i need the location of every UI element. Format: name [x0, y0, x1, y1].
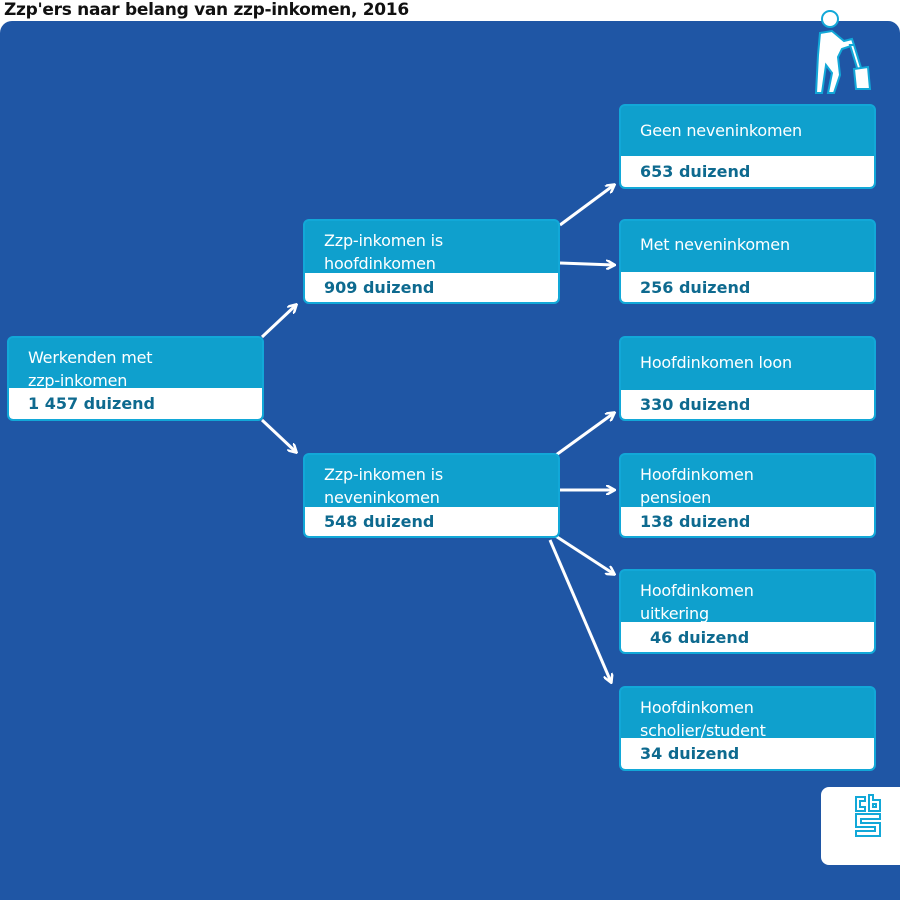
- arrow-side-loon: [555, 413, 614, 457]
- node-value: 256 duizend: [621, 272, 874, 302]
- node-label: Zzp-inkomen is neveninkomen: [324, 465, 443, 507]
- node-label: Hoofdinkomen loon: [640, 353, 792, 372]
- node-loon: Hoofdinkomen loon 330 duizend: [619, 336, 876, 421]
- node-value: 1 457 duizend: [9, 388, 262, 419]
- node-scholier: Hoofdinkomen scholier/student 34 duizend: [619, 686, 876, 771]
- node-uitkering: Hoofdinkomen uitkering 46 duizend: [619, 569, 876, 654]
- node-main: Zzp-inkomen is hoofdinkomen 909 duizend: [303, 219, 560, 304]
- node-value: 548 duizend: [305, 507, 558, 536]
- node-side: Zzp-inkomen is neveninkomen 548 duizend: [303, 453, 560, 538]
- node-value: 46 duizend: [621, 622, 874, 652]
- node-root: Werkenden met zzp-inkomen 1 457 duizend: [7, 336, 264, 421]
- node-label: Hoofdinkomen scholier/student: [640, 698, 766, 740]
- node-label: Met neveninkomen: [640, 235, 790, 254]
- node-geen: Geen neveninkomen 653 duizend: [619, 104, 876, 189]
- node-value: 330 duizend: [621, 390, 874, 419]
- arrow-side-scholier: [548, 539, 611, 682]
- node-label: Geen neveninkomen: [640, 121, 802, 140]
- node-value: 909 duizend: [305, 273, 558, 302]
- node-label: Werkenden met zzp-inkomen: [28, 348, 153, 390]
- node-met: Met neveninkomen 256 duizend: [619, 219, 876, 304]
- arrow-main-met: [559, 263, 614, 265]
- node-value: 138 duizend: [621, 507, 874, 536]
- arrow-root-main: [260, 305, 296, 339]
- node-value: 34 duizend: [621, 738, 874, 769]
- node-label: Hoofdinkomen uitkering: [640, 581, 754, 623]
- node-label: Hoofdinkomen pensioen: [640, 465, 754, 507]
- node-label: Zzp-inkomen is hoofdinkomen: [324, 231, 443, 273]
- chart-title: Zzp'ers naar belang van zzp-inkomen, 201…: [4, 0, 409, 20]
- arrow-main-geen: [559, 185, 614, 227]
- node-value: 653 duizend: [621, 156, 874, 187]
- cbs-logo: [821, 787, 900, 865]
- cbs-logo-icon: [855, 794, 881, 837]
- node-pensioen: Hoofdinkomen pensioen 138 duizend: [619, 453, 876, 538]
- worker-with-shovel-icon: [814, 10, 872, 94]
- arrow-root-side: [260, 418, 296, 452]
- arrow-side-uitkering: [553, 533, 614, 574]
